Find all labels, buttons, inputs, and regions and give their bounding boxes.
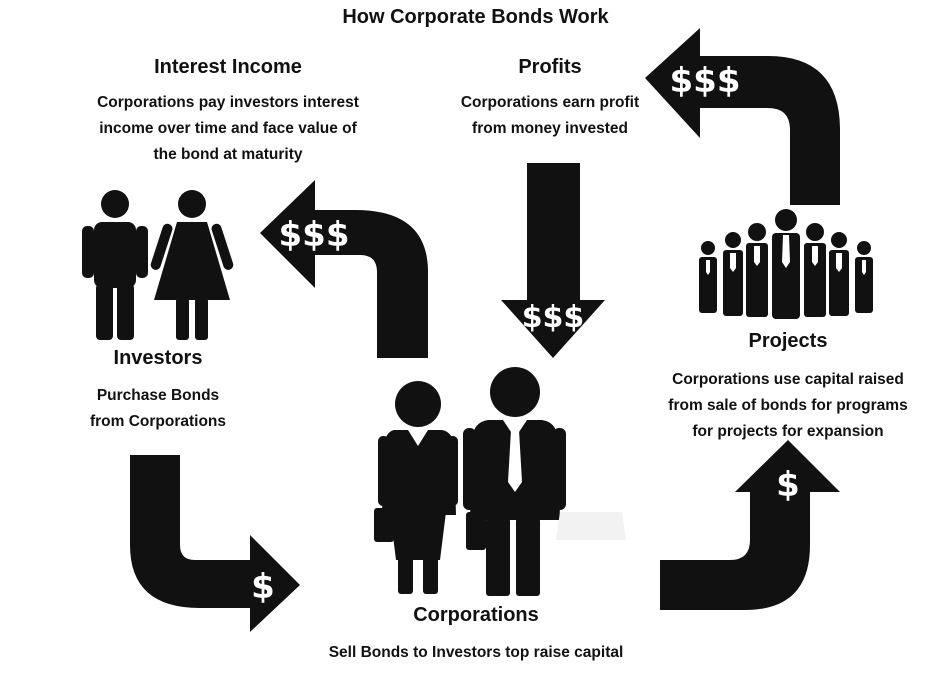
arrow-corporations-to-investors: $$$ xyxy=(260,180,428,358)
interest-income-description: Corporations pay investors interest inco… xyxy=(78,90,378,168)
interest-income-heading: Interest Income xyxy=(154,56,302,78)
profits-line: Corporations earn profit xyxy=(460,94,640,111)
arrow-projects-to-profits: $$$ xyxy=(645,28,840,205)
business-people-with-briefcases-icon xyxy=(374,367,626,596)
arrow-label-center-down: $$$ xyxy=(522,300,585,335)
page-title: How Corporate Bonds Work xyxy=(342,6,609,28)
arrow-label-left-middle: $$$ xyxy=(279,215,350,255)
group-of-people-icon xyxy=(699,209,873,319)
corporations-line: Sell Bonds to Investors top raise capita… xyxy=(328,644,624,661)
projects-line: for projects for expansion xyxy=(692,423,884,440)
profits-line: from money invested xyxy=(472,120,628,137)
man-and-woman-icon xyxy=(82,190,234,340)
arrow-label-top-right: $$$ xyxy=(670,61,741,101)
investors-heading: Investors xyxy=(113,347,203,369)
projects-line: Corporations use capital raised xyxy=(672,371,904,388)
investors-line: from Corporations xyxy=(89,413,227,430)
profits-description: Corporations earn profit from money inve… xyxy=(430,90,670,142)
interest-income-line: the bond at maturity xyxy=(153,146,303,163)
projects-heading: Projects xyxy=(748,330,828,352)
investors-description: Purchase Bonds from Corporations xyxy=(58,383,258,435)
arrow-corporations-to-projects: $ xyxy=(660,440,840,610)
profits-heading: Profits xyxy=(518,56,582,78)
arrow-investors-to-corporations: $ xyxy=(130,455,300,632)
projects-description: Corporations use capital raised from sal… xyxy=(648,367,928,445)
arrow-label-bottom-left: $ xyxy=(251,567,275,607)
arrow-profits-to-corporations: $$$ xyxy=(501,163,605,358)
interest-income-line: Corporations pay investors interest xyxy=(97,94,359,111)
projects-line: from sale of bonds for programs xyxy=(668,397,908,414)
investors-line: Purchase Bonds xyxy=(96,387,220,404)
arrow-label-bottom-right: $ xyxy=(776,465,800,505)
corporations-description: Sell Bonds to Investors top raise capita… xyxy=(306,640,646,666)
corporations-heading: Corporations xyxy=(413,604,539,626)
interest-income-line: income over time and face value of xyxy=(99,120,357,137)
